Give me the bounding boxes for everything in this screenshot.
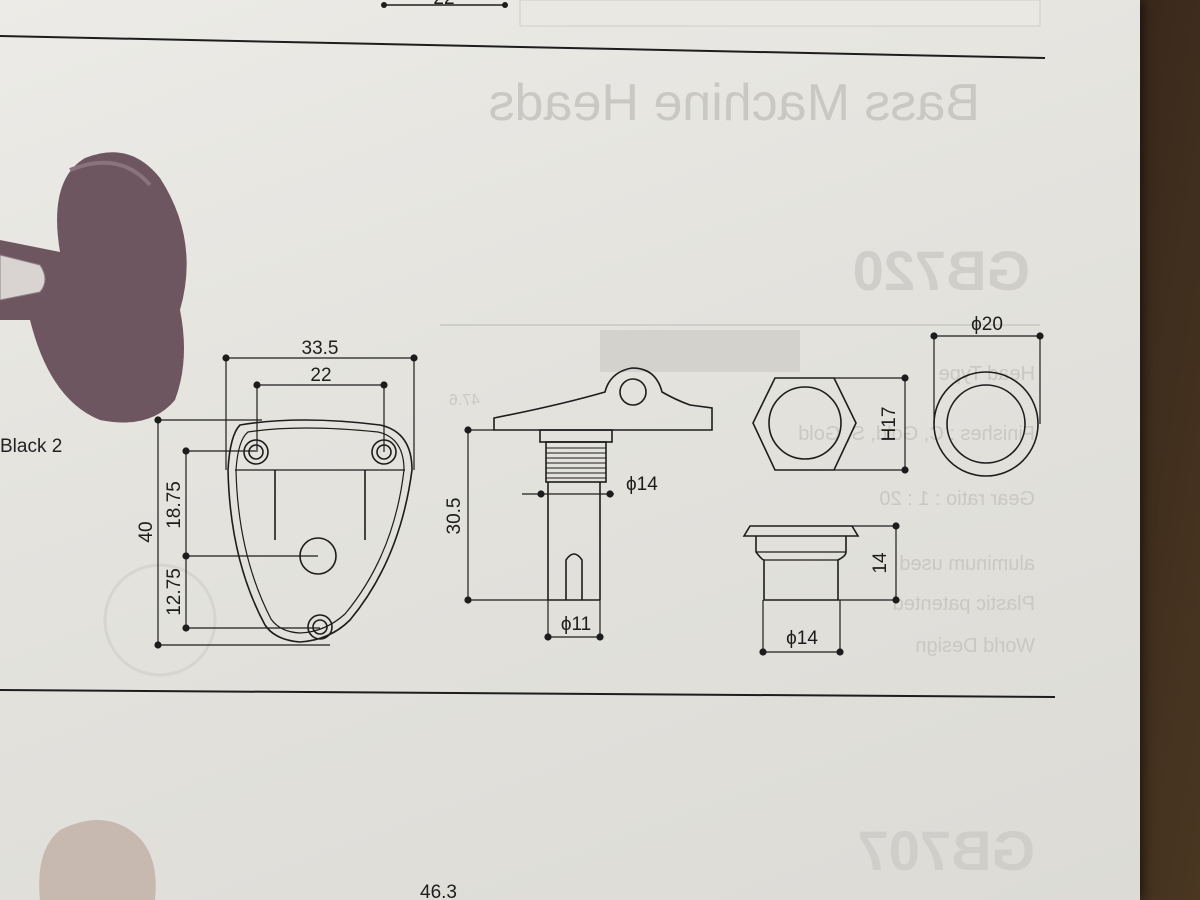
bleed-spec-line: Finishes : C, Gold, S, Gold — [798, 423, 1035, 445]
washer-inner — [946, 384, 1026, 464]
key-wing — [0, 152, 187, 423]
previous-figure-remnant: 22 — [381, 0, 1041, 27]
bleed-spec-line: Plastic patented — [893, 593, 1035, 615]
section-divider-top — [0, 35, 1046, 59]
wing-hole — [619, 378, 647, 406]
mounting-hole — [307, 614, 333, 640]
washer-diameter-label: ϕ20 — [971, 314, 1003, 335]
bushing-height-label: 14 — [870, 552, 891, 574]
baseplate-height-label: 40 — [136, 521, 157, 542]
hex-nut-bore — [768, 386, 842, 460]
dimension-dot — [606, 490, 614, 498]
threaded-section — [545, 441, 607, 483]
bushing-diameter-label: ϕ14 — [786, 628, 818, 649]
washer-dimensions — [930, 332, 1044, 424]
bleed-number: 47.6 — [449, 392, 480, 409]
gear-wing — [493, 367, 713, 431]
footer-value: 46.3 — [420, 882, 457, 900]
bleed-spec-line: Head Type — [939, 363, 1035, 385]
string-post-drawing — [493, 367, 713, 601]
upper-offset-label: 18.75 — [164, 481, 185, 529]
bleed-model-bottom: GB707 — [858, 819, 1035, 882]
post-collar — [539, 429, 613, 443]
bushing-body — [755, 536, 847, 601]
baseplate-inner-rim — [235, 427, 405, 634]
bleed-spec-line: aluminum used — [899, 553, 1035, 575]
mounting-hole — [243, 439, 269, 465]
bleed-heading: Bass Machine Heads — [489, 74, 980, 132]
previous-dimension-label: 22 — [433, 0, 454, 9]
tuner-key-photo-bottom — [39, 820, 156, 900]
post-dimensions — [464, 426, 614, 641]
thread-lines — [546, 447, 606, 479]
baseplate-drawing — [227, 419, 413, 643]
key-wing-bottom — [39, 820, 156, 900]
catalog-page — [0, 0, 1140, 900]
mounting-hole-inner — [312, 619, 328, 635]
bleed-through-text: Bass Machine Heads GB720 GB707 47.6 Head… — [103, 74, 1040, 882]
bushing-flange — [742, 525, 860, 537]
previous-panel — [519, 0, 1041, 27]
bleed-model-top: GB720 — [853, 239, 1030, 302]
shaft-diameter-label: ϕ11 — [561, 614, 591, 635]
hex-size-label: H17 — [879, 407, 900, 442]
baseplate-dimensions — [154, 354, 418, 649]
bushing-drawing — [742, 525, 860, 601]
key-highlight — [69, 160, 152, 187]
string-slot — [565, 553, 583, 600]
bleed-circle — [103, 563, 217, 677]
mounting-hole-inner — [248, 444, 264, 460]
thread-diameter-label: ϕ14 — [626, 474, 658, 495]
dimension-dot — [502, 2, 508, 8]
lower-offset-label: 12.75 — [164, 568, 185, 616]
bushing-dimensions — [759, 522, 900, 656]
finish-caption: Black 2 — [0, 436, 62, 457]
bleed-spec-line: Gear ratio : 1 : 20 — [879, 488, 1035, 510]
dimension-dot — [381, 2, 387, 8]
post-height-label: 30.5 — [444, 498, 465, 535]
key-shaft — [0, 254, 46, 301]
tuner-key-photo — [0, 152, 187, 423]
bleed-spec-line: World Design — [915, 635, 1035, 657]
dimension-dot — [537, 490, 545, 498]
baseplate-width-label: 33.5 — [302, 338, 339, 359]
hole-spacing-label: 22 — [310, 365, 331, 386]
baseplate-outline — [227, 419, 413, 643]
section-divider-bottom — [0, 689, 1056, 698]
hex-nut-dimensions — [834, 374, 909, 474]
bleed-block — [600, 330, 800, 372]
